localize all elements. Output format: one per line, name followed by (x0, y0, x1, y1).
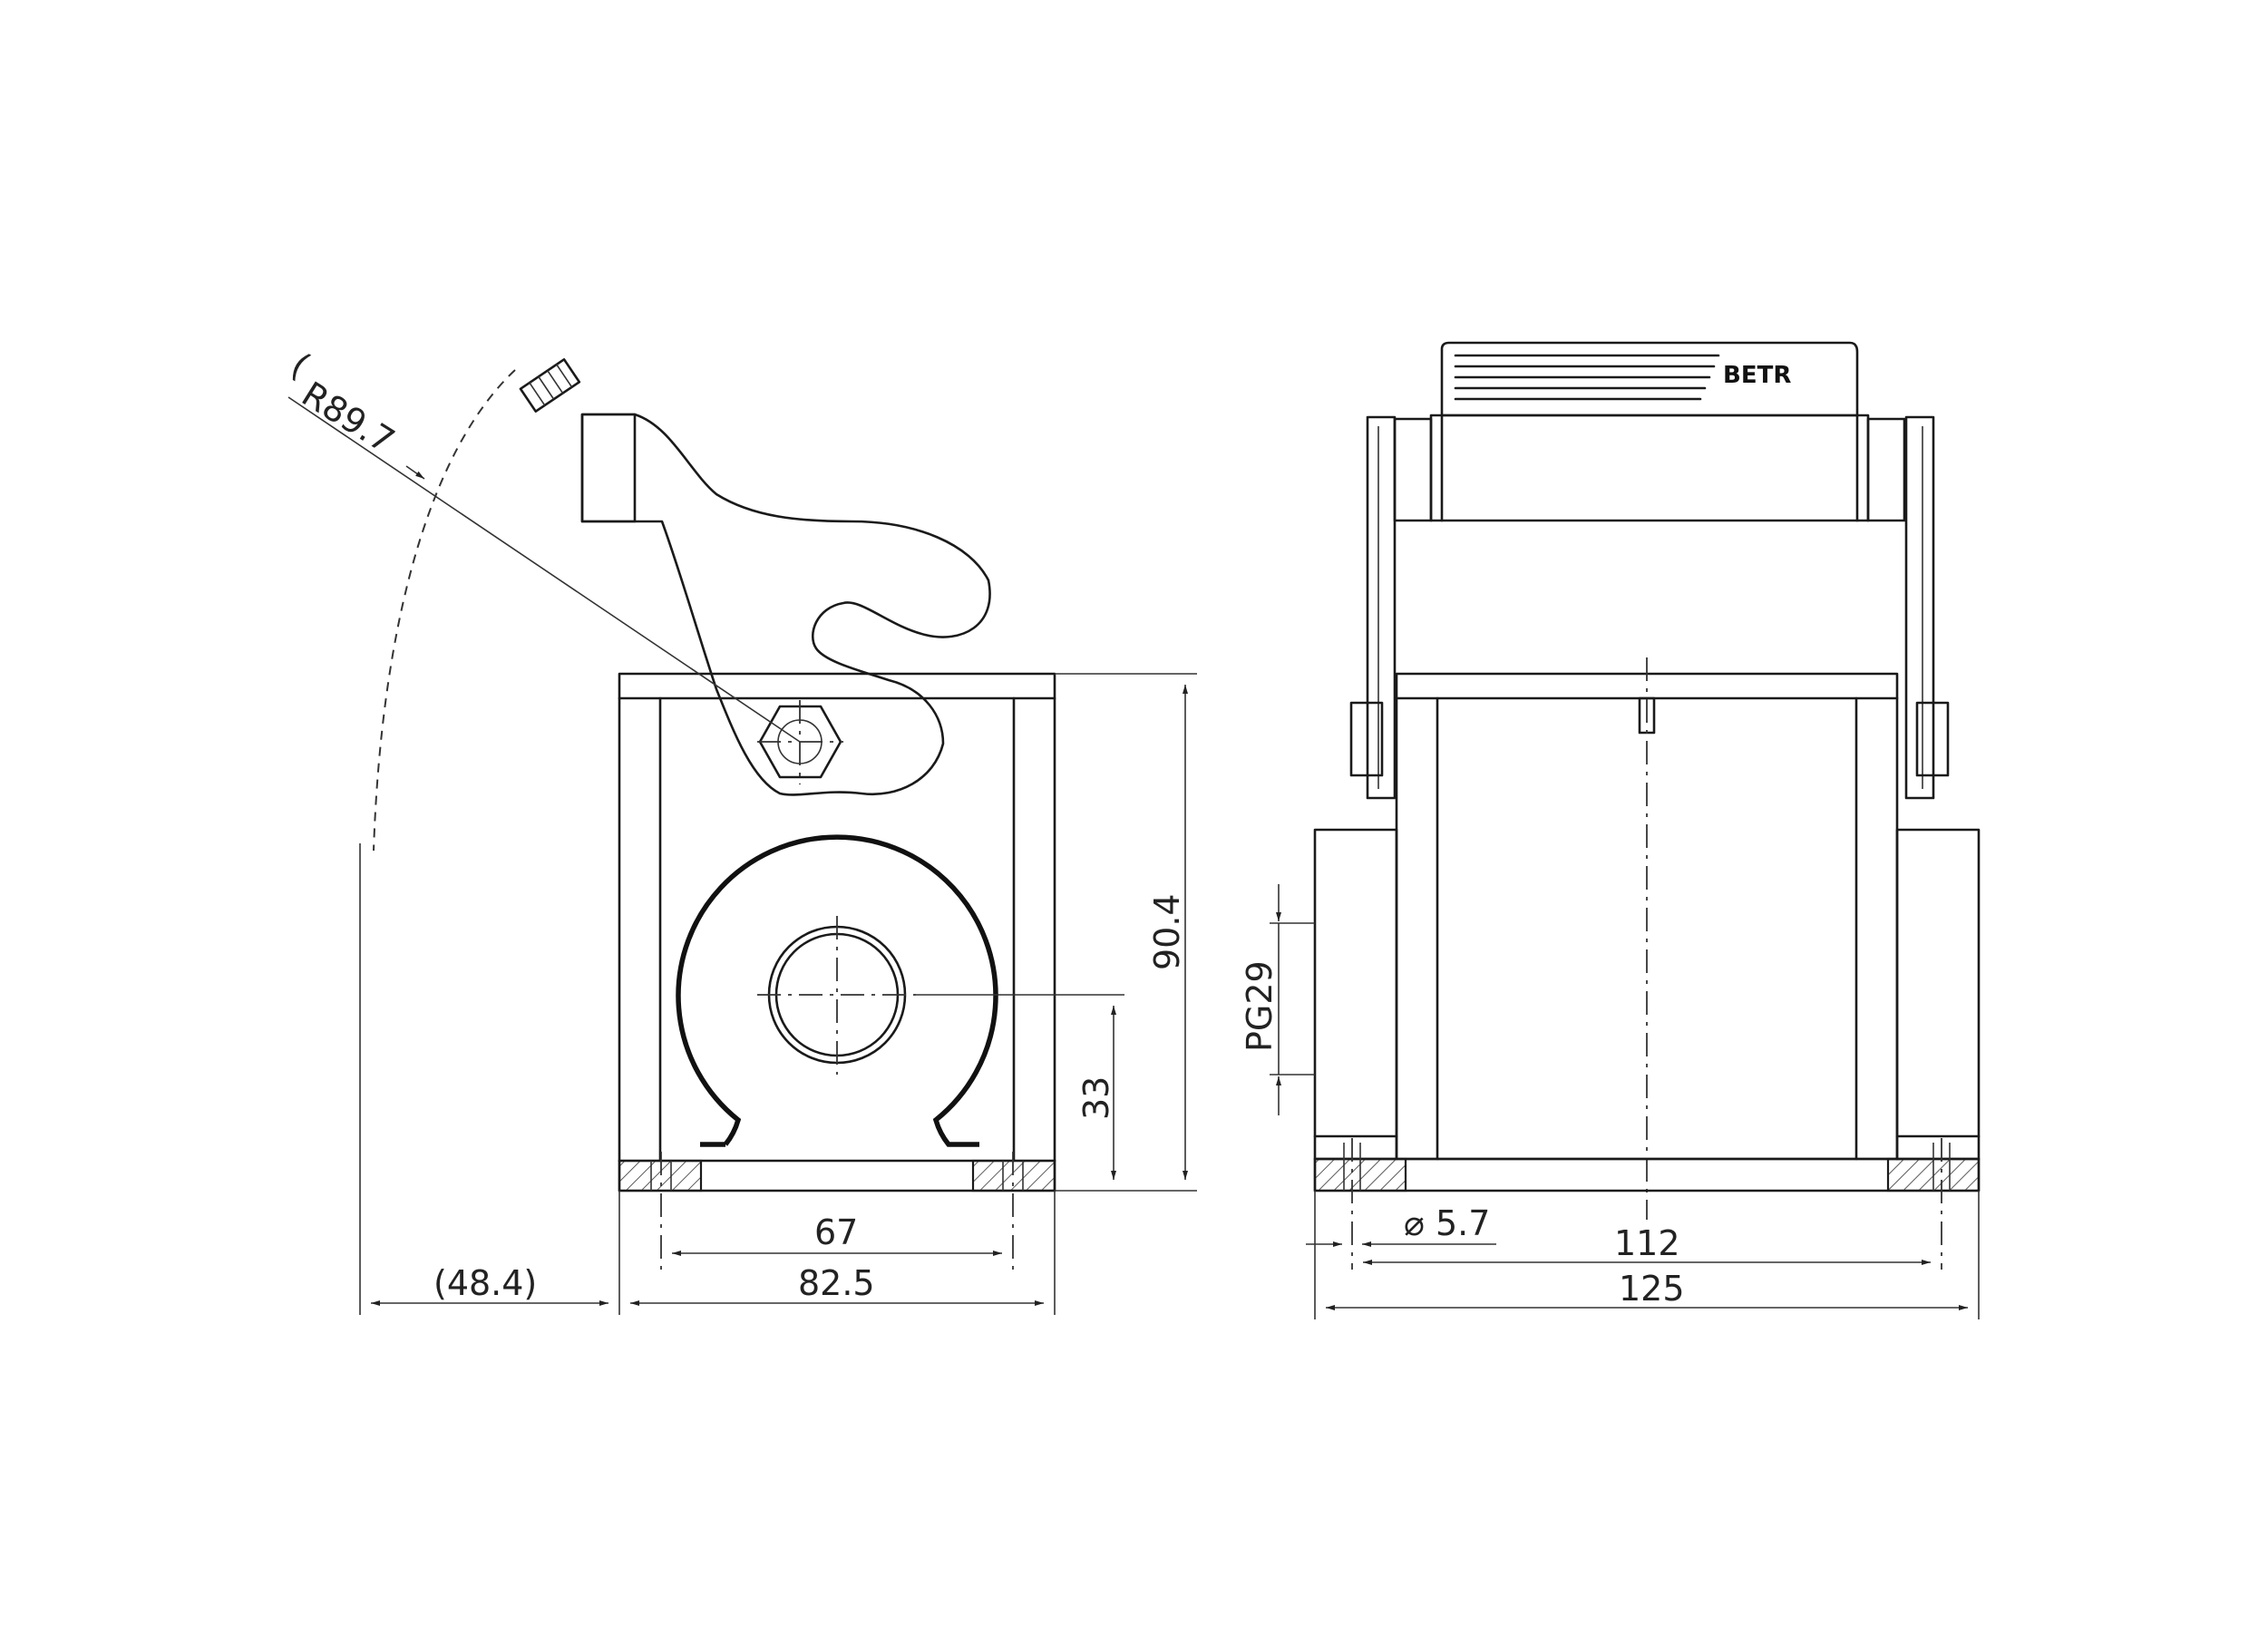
hole-diameter-label: ⌀ 5.7 (1404, 1203, 1490, 1243)
radius-label: R89.7 (295, 374, 401, 461)
overall-width-label: 125 (1619, 1269, 1685, 1309)
hole-spacing-dimension: 112 (1363, 1223, 1931, 1265)
lever-swing-arc (373, 369, 516, 852)
side-housing (1395, 657, 1899, 1220)
side-view: BETR (1240, 341, 1981, 1319)
front-view: R89.7 ( 90.4 33 67 82.5 (284, 345, 1197, 1315)
front-mounting-feet (618, 1152, 1056, 1270)
reference-width-label: (48.4) (433, 1263, 537, 1303)
side-base-flange (1313, 1138, 1981, 1270)
hole-diameter-dimension: ⌀ 5.7 (1306, 1203, 1496, 1247)
outer-width-label: 82.5 (798, 1263, 875, 1303)
bore-height-dimension: 33 (916, 994, 1124, 1180)
side-top-cover: BETR (1429, 341, 1870, 522)
outer-width-dimension: 82.5 (618, 1191, 1056, 1315)
locking-lever (519, 358, 991, 796)
height-label: 90.4 (1147, 893, 1187, 970)
height-dimension: 90.4 (1055, 673, 1197, 1192)
overall-width-dimension: 125 (1314, 1191, 1980, 1319)
thread-dimension: PG29 (1240, 884, 1315, 1115)
bore-height-label: 33 (1076, 1076, 1116, 1120)
side-lever-arms (1349, 415, 1950, 800)
inner-width-dimension: 67 (672, 1212, 1002, 1256)
reference-width-dimension: (48.4) (359, 843, 608, 1315)
inner-width-label: 67 (814, 1212, 858, 1252)
brand-logo: BETR (1723, 362, 1791, 389)
hole-spacing-label: 112 (1614, 1223, 1680, 1263)
radius-leader-line (287, 396, 801, 743)
thread-label: PG29 (1240, 960, 1280, 1052)
cable-entry-opening (676, 834, 998, 1147)
